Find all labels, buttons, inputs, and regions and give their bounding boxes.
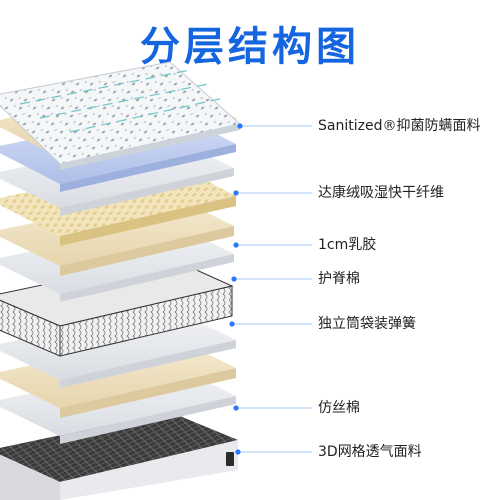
label-silk-cotton: 仿丝棉 xyxy=(318,400,360,416)
label-sanitized-fabric: Sanitized®抑菌防螨面料 xyxy=(318,118,481,134)
connector-dot xyxy=(235,449,241,455)
connector-dot xyxy=(231,276,237,282)
connector-dot xyxy=(233,190,239,196)
label-spine-cotton: 护脊棉 xyxy=(318,271,360,287)
label-latex: 1cm乳胶 xyxy=(318,237,377,253)
mesh-tag-icon xyxy=(226,452,234,466)
label-pocket-springs: 独立筒袋装弹簧 xyxy=(318,316,416,332)
label-3d-mesh: 3D网格透气面料 xyxy=(318,444,422,460)
page-title: 分层结构图 xyxy=(140,24,360,70)
connectors xyxy=(229,123,312,455)
connector-dot xyxy=(237,123,243,129)
label-dacron-fiber: 达康绒吸湿快干纤维 xyxy=(318,185,444,201)
connector-dot xyxy=(233,242,239,248)
connector-dot xyxy=(229,321,235,327)
layer-3d-mesh xyxy=(0,412,238,500)
connector-dot xyxy=(233,405,239,411)
